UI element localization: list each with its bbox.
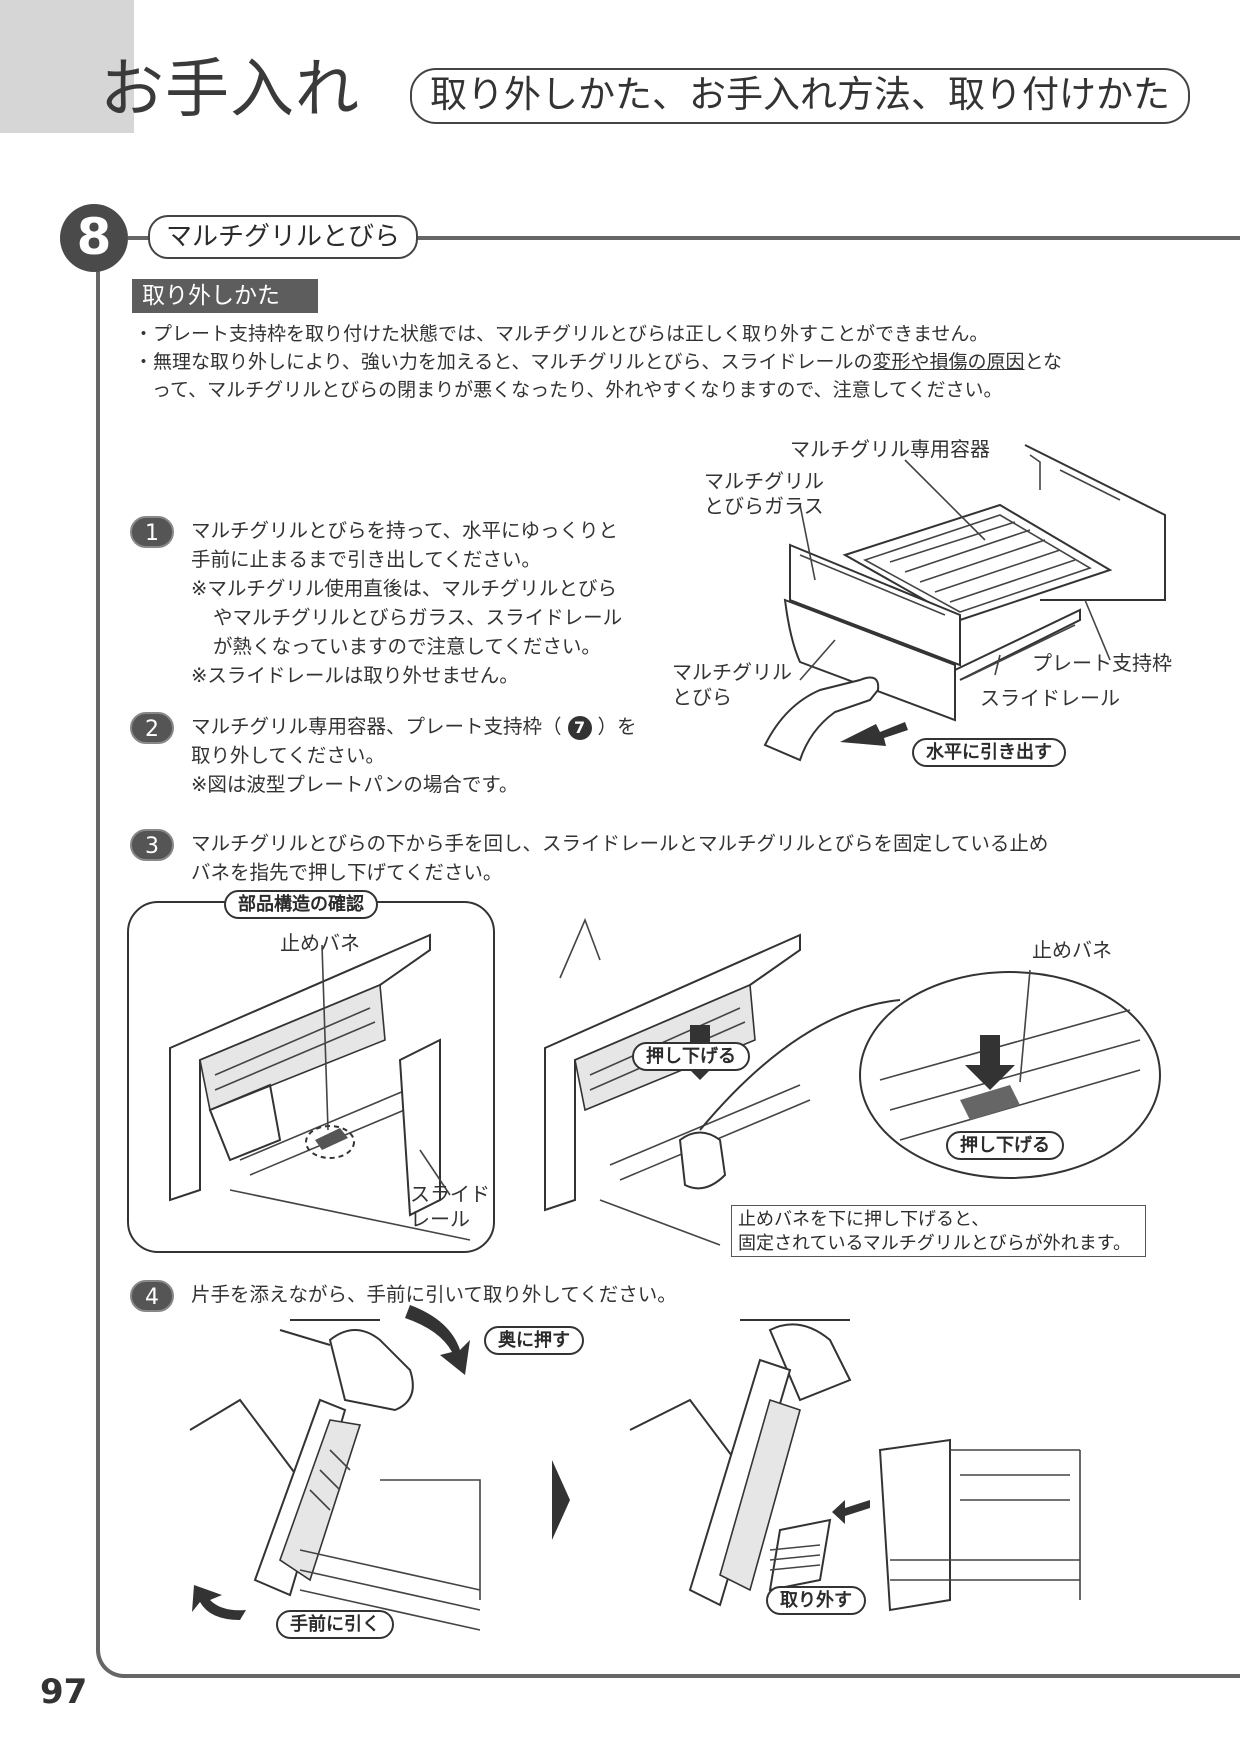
step-4-badge: 4 — [130, 1280, 174, 1312]
label-slide-rail-2: スライドレール — [410, 1182, 490, 1231]
header-gray-tab — [0, 0, 134, 133]
label-slide-rail: スライドレール — [980, 686, 1120, 710]
page-number: 97 — [40, 1672, 88, 1712]
action-pull-horizontal: 水平に引き出す — [912, 738, 1066, 767]
action-pull-forward: 手前に引く — [276, 1610, 394, 1639]
step-3-badge: 3 — [130, 829, 174, 861]
label-plate-frame: プレート支持枠 — [1032, 651, 1172, 675]
step-2-text: マルチグリル専用容器、プレート支持枠（7）を 取り外してください。 ※図は波型プ… — [191, 715, 637, 796]
section-title: お手入れ — [100, 53, 360, 127]
item-title: マルチグリルとびら — [148, 215, 419, 259]
subheading-removal: 取り外しかた — [132, 279, 318, 313]
action-press-down-zoom: 押し下げる — [946, 1131, 1064, 1160]
step-2-badge: 2 — [130, 712, 174, 744]
section-subtitle: 取り外しかた、お手入れ方法、取り付けかた — [410, 68, 1190, 124]
caution-2-cont: って、マルチグリルとびらの閉まりが悪くなったり、外れやすくなりますので、注意して… — [152, 379, 1003, 401]
section-divider — [128, 236, 1240, 240]
step-4-text: 片手を添えながら、手前に引いて取り外してください。 — [191, 1283, 677, 1306]
ref-circle-7: 7 — [567, 716, 592, 740]
item-number-badge: 8 — [60, 204, 128, 272]
label-door: マルチグリルとびら — [672, 660, 792, 709]
section-frame — [96, 236, 1240, 1678]
label-spring-left: 止めバネ — [280, 931, 360, 955]
label-glass: マルチグリルとびらガラス — [704, 469, 824, 518]
caution-1: ・プレート支持枠を取り付けた状態では、マルチグリルとびらは正しく取り外すことがで… — [134, 323, 989, 345]
label-spring-right: 止めバネ — [1032, 938, 1112, 962]
note-spring-release: 止めバネを下に押し下げると、固定されているマルチグリルとびらが外れます。 — [731, 1205, 1146, 1257]
step-3-text: マルチグリルとびらの下から手を回し、スライドレールとマルチグリルとびらを固定して… — [191, 832, 1049, 884]
caution-2: ・無理な取り外しにより、強い力を加えると、マルチグリルとびら、スライドレールの変… — [134, 351, 1062, 373]
box-title-structure: 部品構造の確認 — [224, 890, 378, 919]
step-1-badge: 1 — [130, 516, 174, 548]
step-1-text: マルチグリルとびらを持って、水平にゆっくりと 手前に止まるまで引き出してください… — [191, 519, 623, 687]
action-push-back: 奥に押す — [484, 1326, 584, 1355]
action-remove: 取り外す — [766, 1586, 866, 1615]
action-press-down: 押し下げる — [632, 1042, 750, 1071]
label-container: マルチグリル専用容器 — [790, 437, 990, 461]
